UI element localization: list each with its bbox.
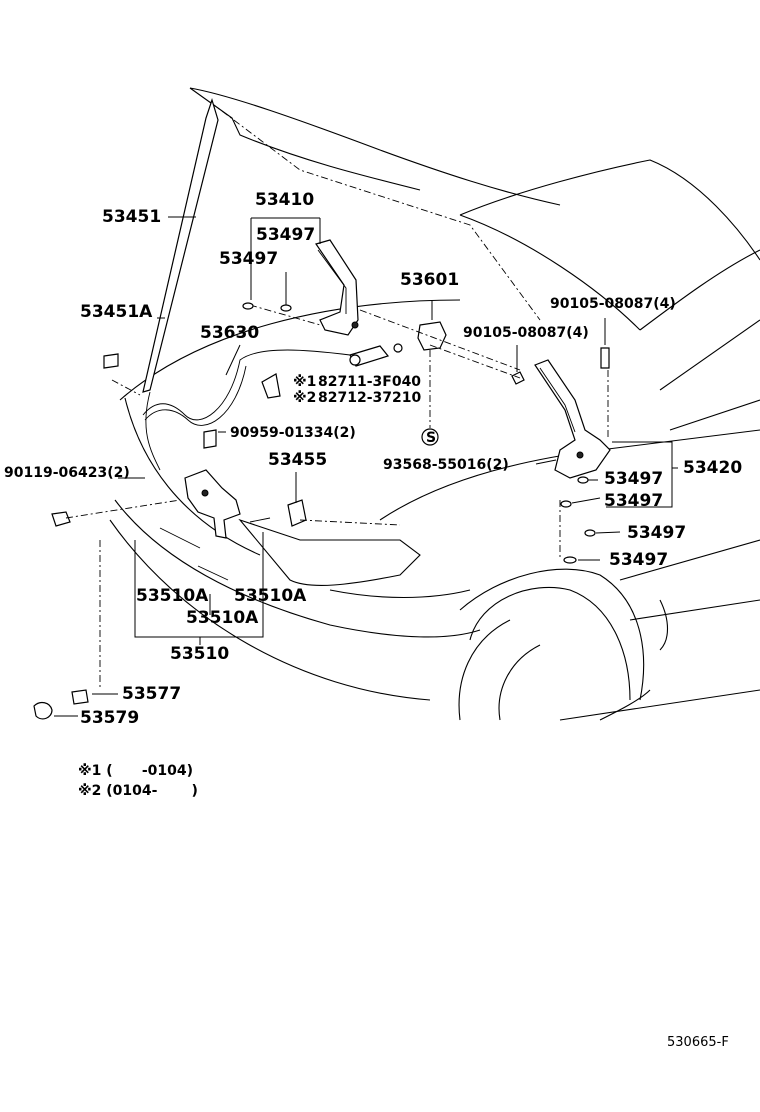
label-53451: 53451	[102, 207, 161, 227]
label-53497-right-1: 53497	[604, 469, 663, 489]
label-53497-top-2: 53497	[219, 249, 278, 269]
label-53510a-bottom: 53510A	[186, 608, 259, 628]
label-53455: 53455	[268, 450, 327, 470]
support-rod-and-cable	[111, 98, 403, 471]
label-mark-2: ※2	[293, 390, 316, 406]
label-53497-top-1: 53497	[256, 225, 315, 245]
figure-code: 530665-F	[667, 1035, 729, 1050]
label-82711: 82711-3F040	[318, 374, 421, 390]
label-90959: 90959-01334(2)	[230, 425, 356, 441]
label-53577: 53577	[122, 684, 181, 704]
label-53510a-left: 53510A	[136, 586, 209, 606]
label-53420: 53420	[683, 458, 742, 478]
footnotes: ※1 ( -0104) ※2 (0104- ) 530665-F	[78, 763, 729, 1050]
hood-hinge-left	[315, 239, 359, 336]
label-90105-mid: 90105-08087(4)	[463, 325, 589, 341]
label-53451a: 53451A	[80, 302, 153, 322]
label-mark-1: ※1	[293, 374, 316, 390]
part-labels: 53451 53410 53497 53497 53601 90105-0808…	[4, 190, 742, 728]
hood-lock-assembly	[159, 469, 271, 581]
label-53497-right-4: 53497	[609, 550, 668, 570]
label-90105-top: 90105-08087(4)	[550, 296, 676, 312]
label-53630: 53630	[200, 323, 259, 343]
label-53579: 53579	[80, 708, 139, 728]
label-s-mark: S	[426, 430, 436, 446]
label-93568: 93568-55016(2)	[383, 457, 509, 473]
small-parts	[33, 302, 610, 720]
leader-lines	[54, 216, 678, 717]
footnote-2: ※2 (0104- )	[78, 783, 198, 799]
label-53497-right-2: 53497	[604, 491, 663, 511]
label-53510: 53510	[170, 644, 229, 664]
label-53497-right-3: 53497	[627, 523, 686, 543]
vehicle-body-outline	[109, 87, 760, 721]
label-53410: 53410	[255, 190, 314, 210]
label-53601: 53601	[400, 270, 459, 290]
label-90119: 90119-06423(2)	[4, 465, 130, 481]
hood-hinge-right	[534, 359, 611, 479]
label-82712: 82712-37210	[318, 390, 421, 406]
label-53510a-right: 53510A	[234, 586, 307, 606]
footnote-1: ※1 ( -0104)	[78, 763, 193, 779]
